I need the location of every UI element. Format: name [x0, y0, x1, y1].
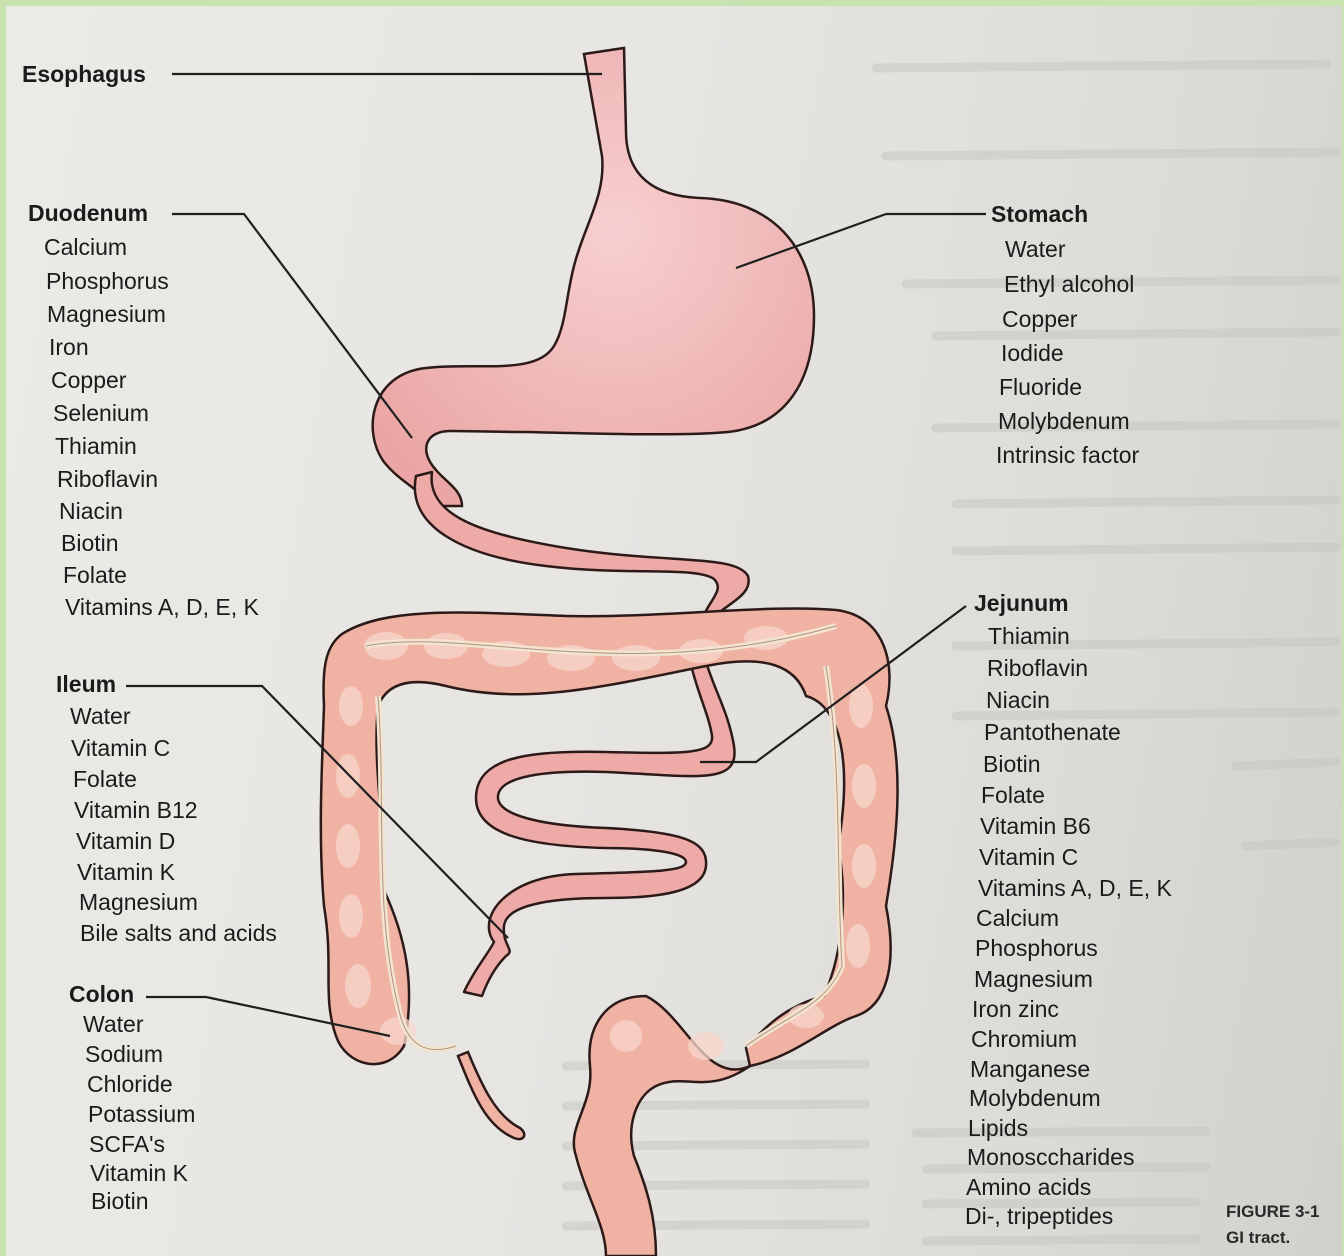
ileum-item: Magnesium	[79, 891, 198, 914]
esophagus-label: Esophagus	[22, 63, 146, 86]
ileum-item: Water	[70, 705, 131, 728]
small-intestine	[415, 472, 749, 996]
duodenum-item: Riboflavin	[57, 468, 158, 491]
colon-shape	[321, 608, 898, 1256]
stomach-item: Water	[1005, 238, 1066, 261]
duodenum-item: Calcium	[44, 236, 127, 259]
jejunum-item: Phosphorus	[975, 937, 1098, 960]
jejunum-item: Niacin	[986, 689, 1050, 712]
jejunum-item: Calcium	[976, 907, 1059, 930]
duodenum-item: Vitamins A, D, E, K	[65, 596, 259, 619]
duodenum-item: Magnesium	[47, 303, 166, 326]
colon-item: Chloride	[87, 1073, 173, 1096]
jejunum-item: Vitamin B6	[980, 815, 1091, 838]
stomach-title: Stomach	[991, 203, 1088, 226]
jejunum-item: Chromium	[971, 1028, 1077, 1051]
jejunum-item: Vitamins A, D, E, K	[978, 877, 1172, 900]
stomach-item: Intrinsic factor	[996, 444, 1139, 467]
colon-item: Sodium	[85, 1043, 163, 1066]
colon-item: SCFA's	[89, 1133, 165, 1156]
colon-item: Potassium	[88, 1103, 195, 1126]
duodenum-item: Phosphorus	[46, 270, 169, 293]
ileum-item: Vitamin C	[71, 737, 170, 760]
jejunum-item: Magnesium	[974, 968, 1093, 991]
jejunum-item: Lipids	[968, 1117, 1028, 1140]
jejunum-title: Jejunum	[974, 592, 1069, 615]
figure-caption: GI tract.	[1226, 1228, 1290, 1248]
ileum-item: Bile salts and acids	[80, 922, 277, 945]
jejunum-item: Manganese	[970, 1058, 1090, 1081]
ileum-item: Vitamin B12	[74, 799, 198, 822]
gi-tract-illustration	[6, 6, 1342, 1256]
duodenum-item: Niacin	[59, 500, 123, 523]
colon-item: Vitamin K	[90, 1162, 188, 1185]
ileum-item: Vitamin D	[76, 830, 175, 853]
figure-number: FIGURE 3-1	[1226, 1202, 1320, 1222]
duodenum-title: Duodenum	[28, 202, 148, 225]
stomach-item: Ethyl alcohol	[1004, 273, 1134, 296]
textbook-page: Esophagus Duodenum Calcium Phosphorus Ma…	[6, 6, 1342, 1256]
esophagus-stomach	[373, 48, 814, 506]
duodenum-item: Iron	[49, 336, 89, 359]
duodenum-item: Folate	[63, 564, 127, 587]
duodenum-item: Biotin	[61, 532, 119, 555]
jejunum-item: Monosccharides	[967, 1146, 1134, 1169]
colon-item: Water	[83, 1013, 144, 1036]
jejunum-item: Di-, tripeptides	[965, 1205, 1113, 1228]
jejunum-item: Vitamin C	[979, 846, 1078, 869]
ileum-item: Vitamin K	[77, 861, 175, 884]
stomach-item: Copper	[1002, 308, 1077, 331]
jejunum-item: Thiamin	[988, 625, 1070, 648]
jejunum-item: Pantothenate	[984, 721, 1121, 744]
jejunum-item: Biotin	[983, 753, 1041, 776]
jejunum-item: Amino acids	[966, 1176, 1091, 1199]
stomach-item: Fluoride	[999, 376, 1082, 399]
colon-title: Colon	[69, 983, 134, 1006]
stomach-item: Molybdenum	[998, 410, 1130, 433]
duodenum-item: Thiamin	[55, 435, 137, 458]
colon-item: Biotin	[91, 1190, 149, 1213]
jejunum-item: Iron zinc	[972, 998, 1059, 1021]
duodenum-item: Copper	[51, 369, 126, 392]
ileum-title: Ileum	[56, 673, 116, 696]
jejunum-item: Molybdenum	[969, 1087, 1101, 1110]
duodenum-item: Selenium	[53, 402, 149, 425]
ileum-item: Folate	[73, 768, 137, 791]
jejunum-item: Folate	[981, 784, 1045, 807]
stomach-item: Iodide	[1001, 342, 1064, 365]
jejunum-item: Riboflavin	[987, 657, 1088, 680]
